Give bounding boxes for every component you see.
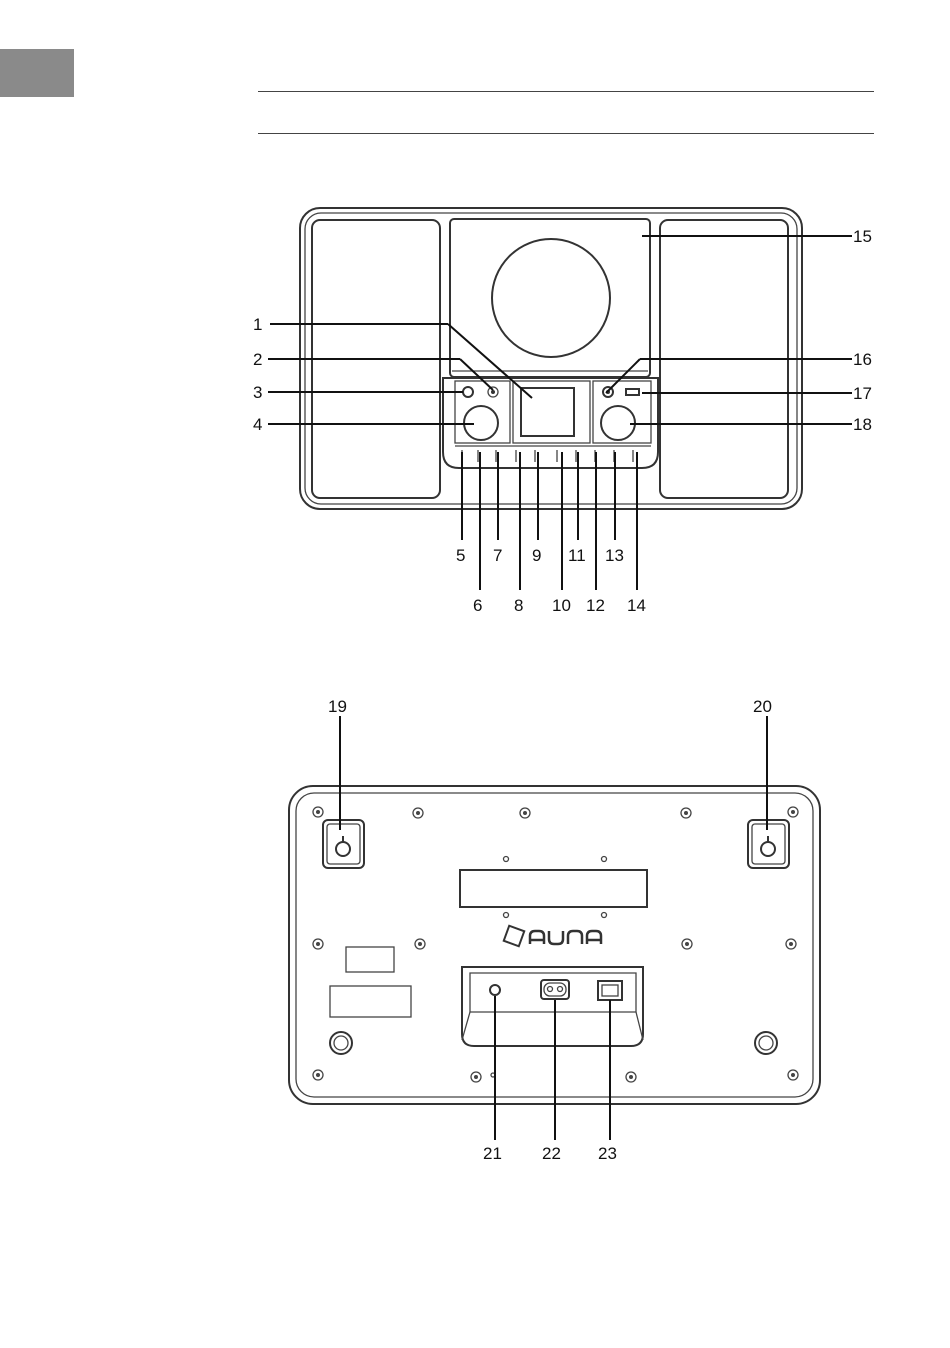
usb-port-icon (626, 389, 639, 395)
callout-2: 2 (253, 350, 262, 369)
callout-4: 4 (253, 415, 262, 434)
callout-15: 15 (853, 227, 872, 246)
callout-5: 5 (456, 546, 465, 565)
callout-3: 3 (253, 383, 262, 402)
auna-logo (504, 926, 601, 947)
back-view-diagram: 19 20 21 22 23 (289, 697, 820, 1163)
right-foot-icon (755, 1032, 777, 1054)
antenna-jack-icon (490, 985, 500, 995)
callout-19: 19 (328, 697, 347, 716)
callout-1: 1 (253, 315, 262, 334)
callout-21: 21 (483, 1144, 502, 1163)
left-foot-icon (330, 1032, 352, 1054)
callout-18: 18 (853, 415, 872, 434)
right-knob-icon (601, 406, 635, 440)
callout-8: 8 (514, 596, 523, 615)
callout-14: 14 (627, 596, 646, 615)
label-plate-small (346, 947, 394, 972)
callout-17: 17 (853, 384, 872, 403)
callout-12: 12 (586, 596, 605, 615)
callout-20: 20 (753, 697, 772, 716)
connector-recess (462, 967, 643, 1046)
callout-22: 22 (542, 1144, 561, 1163)
right-control-block (593, 381, 651, 443)
sensor-icon (463, 387, 473, 397)
center-speaker-icon (492, 239, 610, 357)
label-plate-large (330, 986, 411, 1017)
callout-9: 9 (532, 546, 541, 565)
power-switch-icon (598, 981, 622, 1000)
callout-16: 16 (853, 350, 872, 369)
callout-10: 10 (552, 596, 571, 615)
power-socket-icon (541, 980, 569, 999)
callout-13: 13 (605, 546, 624, 565)
front-view-diagram: 1 2 3 4 5 6 7 8 9 10 11 12 13 14 15 16 1… (253, 208, 872, 615)
right-wall-mount-icon (748, 820, 789, 868)
callout-6: 6 (473, 596, 482, 615)
callout-23: 23 (598, 1144, 617, 1163)
left-wall-mount-icon (323, 820, 364, 868)
ventilation-slot (460, 870, 647, 907)
callout-11: 11 (568, 546, 586, 565)
callout-7: 7 (493, 546, 502, 565)
